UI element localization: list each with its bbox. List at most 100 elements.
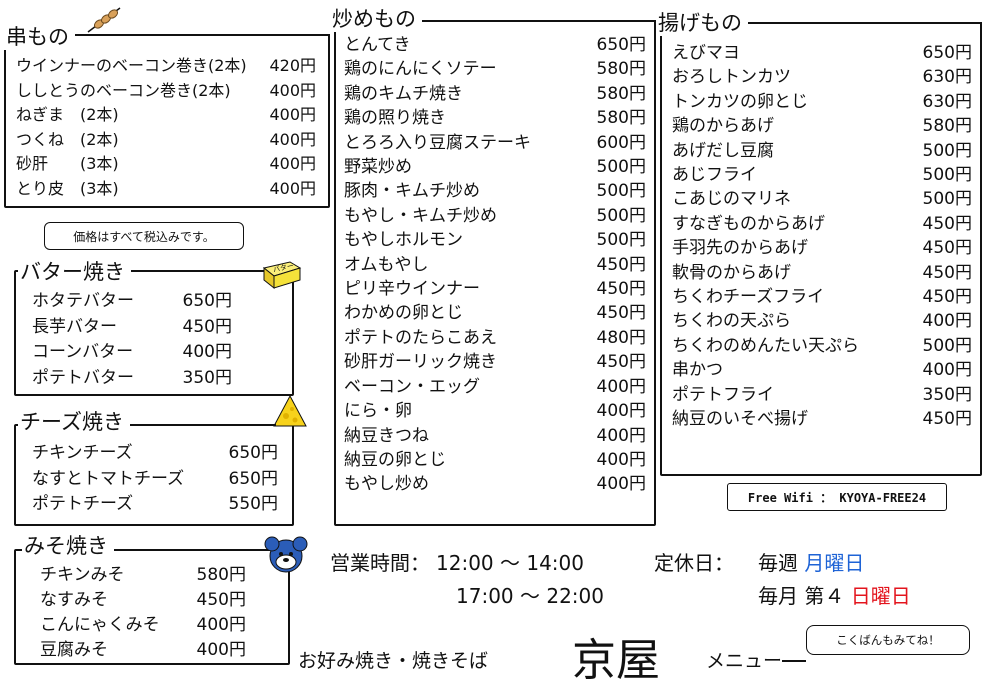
age-item-price: 400円 <box>922 311 972 332</box>
itame-item-price: 580円 <box>596 83 646 104</box>
miso-item-name: こんにゃくみそ <box>40 615 160 635</box>
age-item-name: ちくわのめんたい天ぷら <box>672 335 859 356</box>
holiday-weekly: 毎週 月曜日 <box>758 547 864 576</box>
kushi-item-price: 400円 <box>269 80 316 100</box>
age-item-price: 500円 <box>922 165 972 186</box>
holiday-label: 定休日： <box>654 551 734 575</box>
age-item-price: 580円 <box>922 116 972 137</box>
miso-item-name: なすみそ <box>40 590 108 610</box>
itame-item-price: 600円 <box>596 132 646 153</box>
itame-item-price: 450円 <box>596 303 646 324</box>
kushi-section <box>4 34 330 208</box>
footer-suffix: メニュー <box>706 650 783 672</box>
age-item-name: おろしトンカツ <box>672 67 791 88</box>
butter-title: バター焼き <box>18 259 131 285</box>
itame-item-name: 鶏のキムチ焼き <box>344 83 463 104</box>
holiday-monthly-prefix: 毎月 第４ <box>758 584 851 608</box>
holiday-weekly-day: 月曜日 <box>804 551 865 575</box>
itame-item-name: 野菜炒め <box>344 157 412 178</box>
age-item-name: ポテトフライ <box>672 384 774 405</box>
kushi-title: 串もの <box>4 24 75 50</box>
cheese-item-price: 550円 <box>228 494 278 514</box>
itame-item-name: もやしホルモン <box>344 230 463 251</box>
itame-item-name: ベーコン・エッグ <box>344 376 480 397</box>
age-item-price: 500円 <box>922 189 972 210</box>
itame-item-name: とろろ入り豆腐ステーキ <box>344 132 531 153</box>
kushi-item-name: 砂肝 (3本) <box>16 154 119 173</box>
miso-title: みそ焼き <box>22 533 114 559</box>
age-item: 納豆のいそべ揚げ 450円 <box>672 407 972 431</box>
age-item: あげだし豆腐 500円 <box>672 139 972 163</box>
itame-item-name: 納豆の卵とじ <box>344 449 446 470</box>
age-title: 揚げもの <box>656 10 748 36</box>
age-item: トンカツの卵とじ 630円 <box>672 90 972 114</box>
itame-item-price: 450円 <box>596 279 646 300</box>
speech-bubble: こくばんもみてね！ <box>806 625 970 655</box>
holiday-monthly: 毎月 第４ 日曜日 <box>758 580 911 609</box>
butter-item-price: 450円 <box>182 316 232 337</box>
wifi-box: Free Wifi ： KYOYA-FREE24 <box>727 483 947 511</box>
itame-item: もやし・キムチ炒め 500円 <box>344 204 646 228</box>
itame-title-line <box>446 20 656 22</box>
hours-lunch: 12:00 ～ 14:00 <box>436 551 584 575</box>
itame-item-name: ピリ辛ウインナー <box>344 279 480 300</box>
miso-item: なすみそ 450円 <box>40 588 246 613</box>
age-item-price: 650円 <box>922 43 972 63</box>
age-item-name: トンカツの卵とじ <box>672 91 808 112</box>
age-item-price: 450円 <box>922 409 972 430</box>
age-item-name: あげだし豆腐 <box>672 140 774 161</box>
kushi-item: 砂肝 (3本) 400円 <box>16 152 316 177</box>
age-item-name: こあじのマリネ <box>672 189 791 210</box>
miso-item-price: 450円 <box>196 590 246 610</box>
skewer-icon <box>87 7 121 33</box>
itame-item-price: 500円 <box>596 205 646 226</box>
age-item-name: 納豆のいそべ揚げ <box>672 409 808 430</box>
mascot-icon <box>264 536 308 573</box>
cheese-section <box>14 424 294 526</box>
holiday-weekly-prefix: 毎週 <box>758 551 805 575</box>
itame-item-price: 450円 <box>596 352 646 373</box>
kushi-item: ししとうのベーコン巻き(2本)400円 <box>16 79 316 104</box>
kushi-item-price: 400円 <box>269 154 316 173</box>
age-item-price: 500円 <box>922 140 972 161</box>
kushi-item: つくね (2本)400円 <box>16 128 316 153</box>
kushi-item-price: 420円 <box>269 56 316 75</box>
cheese-item-name: チキンチーズ <box>32 443 133 463</box>
age-item-name: 手羽先のからあげ <box>672 238 808 259</box>
itame-title: 炒めもの <box>330 6 422 32</box>
cheese-icon <box>273 394 307 427</box>
miso-item-price: 400円 <box>196 640 246 660</box>
age-item-price: 450円 <box>922 238 972 259</box>
age-item-price: 630円 <box>922 91 972 112</box>
itame-item-name: もやし・キムチ炒め <box>344 205 497 226</box>
itame-item-name: オムもやし <box>344 254 429 275</box>
shop-name: 京屋 <box>572 635 660 686</box>
itame-item-price: 400円 <box>596 474 646 495</box>
itame-item-price: 500円 <box>596 157 646 178</box>
miso-item-price: 580円 <box>196 565 246 585</box>
age-item: こあじのマリネ 500円 <box>672 187 972 211</box>
butter-title-line <box>156 270 264 272</box>
kushi-list: ウインナーのベーコン巻き(2本)420円ししとうのベーコン巻き(2本)400円ね… <box>16 54 316 201</box>
age-item-name: 串かつ <box>672 360 723 381</box>
itame-item-price: 650円 <box>596 35 646 55</box>
itame-item-name: 鶏の照り焼き <box>344 108 446 129</box>
